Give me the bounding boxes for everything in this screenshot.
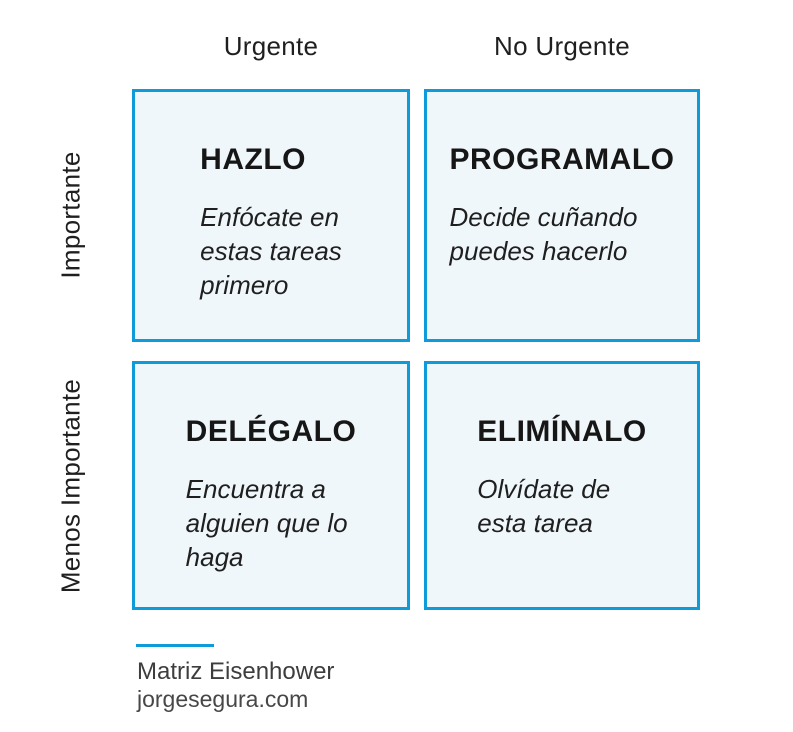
quadrant-description-do: Enfócate en estas tareas primero (200, 202, 342, 300)
column-header-not-urgent: No Urgente (494, 31, 630, 61)
quadrant-eliminate: ELIMÍNALO Olvídate de esta tarea (424, 361, 700, 610)
quadrant-description-eliminate: Olvídate de esta tarea (477, 474, 611, 538)
quadrant-description-delegate: Encuentra a alguien que lo haga (185, 474, 348, 572)
quadrant-content: ELIMÍNALO Olvídate de esta tarea (477, 415, 647, 541)
quadrant-title-eliminate: ELIMÍNALO (477, 415, 647, 448)
quadrant-title-schedule: PROGRAMALO (449, 143, 675, 176)
quadrant-schedule: PROGRAMALO Decide cuñando puedes hacerlo (424, 89, 700, 342)
column-header-urgent: Urgente (223, 31, 319, 61)
quadrant-title-do: HAZLO (200, 143, 306, 176)
quadrant-content: PROGRAMALO Decide cuñando puedes hacerlo (450, 143, 675, 269)
quadrant-delegate: DELÉGALO Encuentra a alguien que lo haga (132, 361, 410, 610)
footer: Matriz Eisenhower jorgesegura.com (137, 658, 334, 713)
quadrant-description-schedule: Decide cuñando puedes hacerlo (449, 202, 638, 266)
quadrant-title-delegate: DELÉGALO (185, 415, 357, 448)
footer-website: jorgesegura.com (137, 686, 309, 712)
quadrant-content: HAZLO Enfócate en estas tareas primero (200, 143, 342, 302)
row-header-less-important: Menos Importante (55, 378, 86, 594)
footer-accent-line (136, 644, 214, 647)
quadrant-do: HAZLO Enfócate en estas tareas primero (132, 89, 410, 342)
footer-title: Matriz Eisenhower (137, 658, 335, 685)
quadrant-content: DELÉGALO Encuentra a alguien que lo haga (186, 415, 357, 574)
row-header-important: Importante (55, 151, 86, 279)
